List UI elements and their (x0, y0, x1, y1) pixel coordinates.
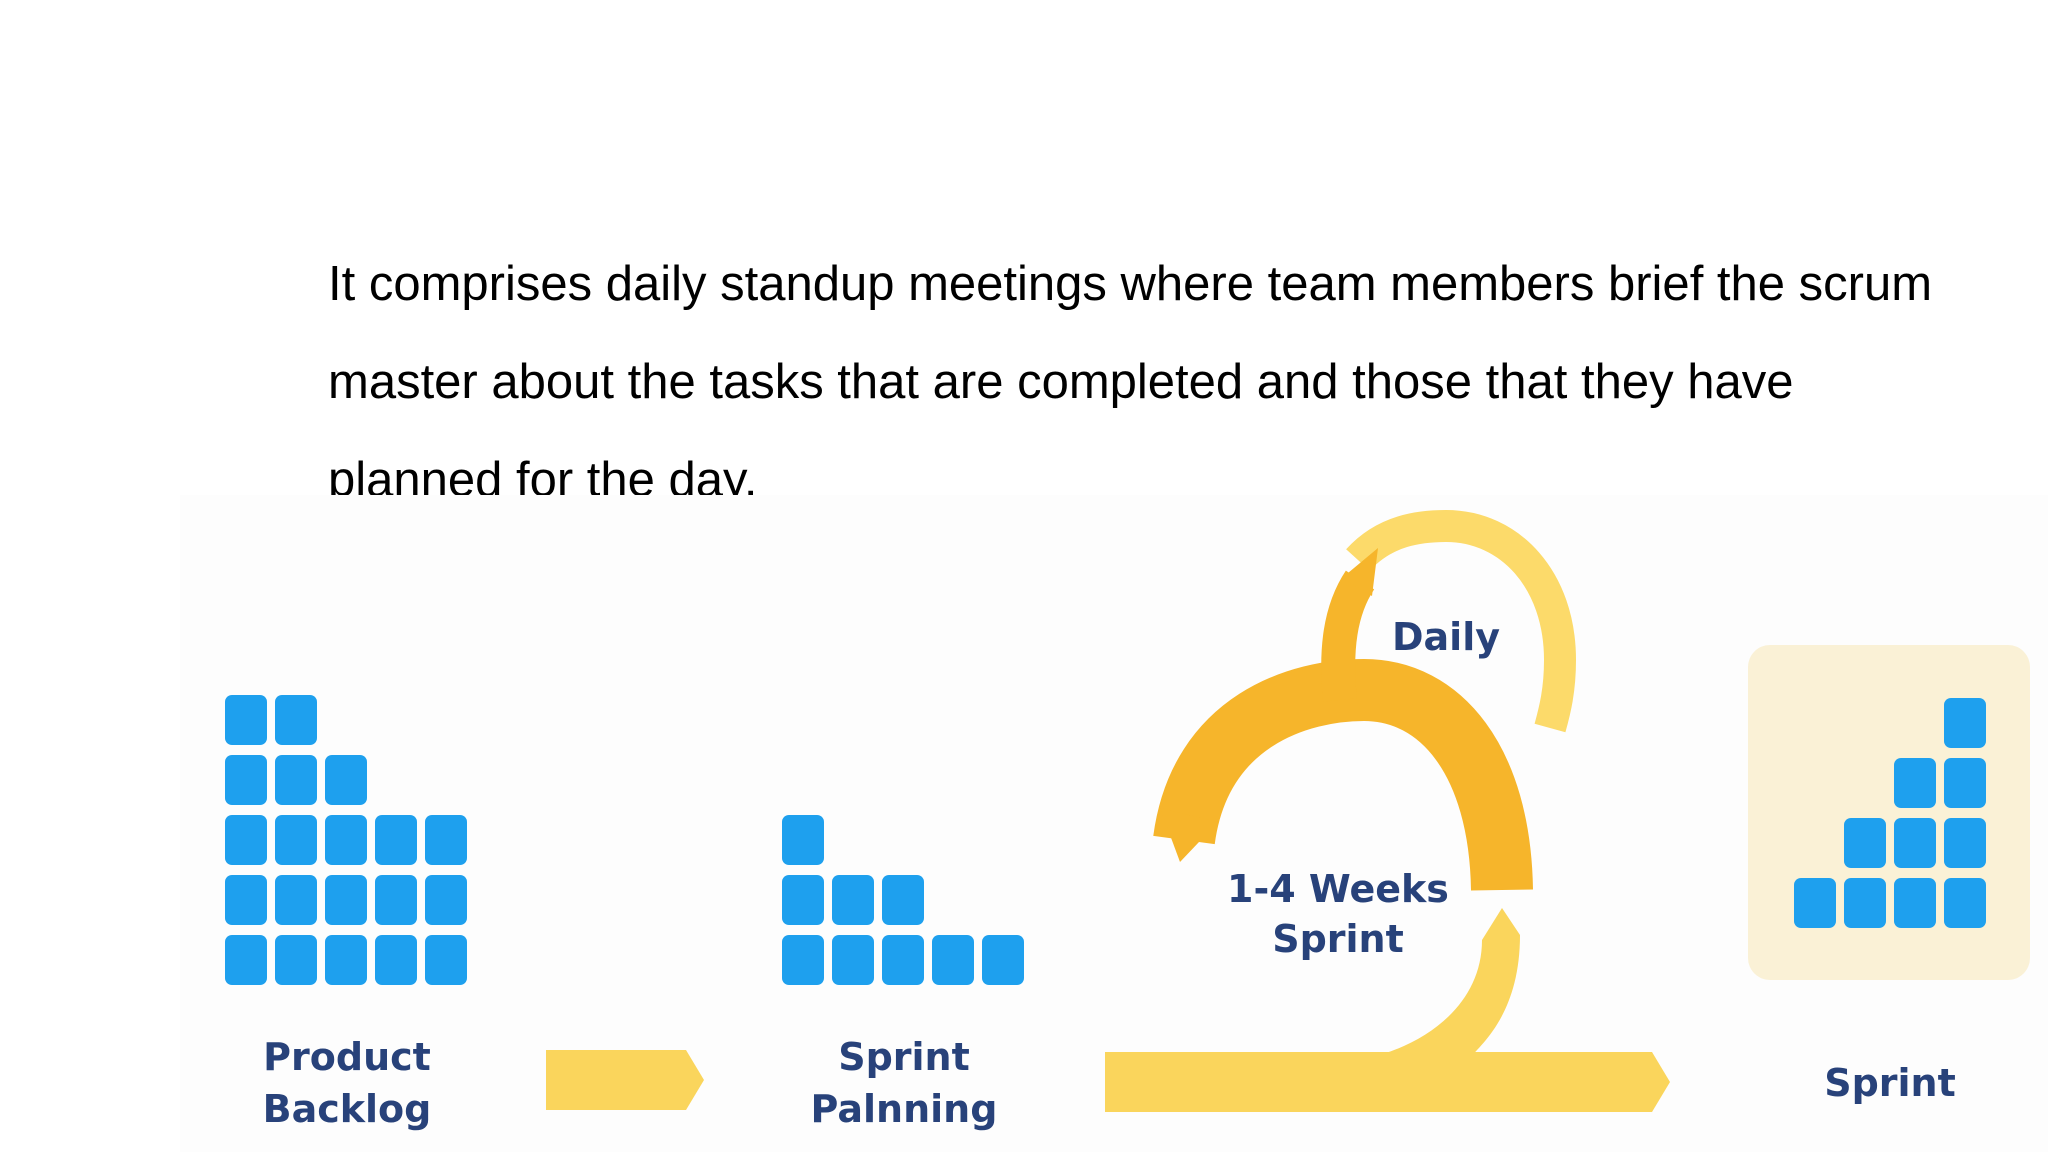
sprint-planning-label-line1: Sprint (838, 1035, 970, 1079)
diagram-background (180, 495, 2048, 1152)
cycle-rising-leg (1368, 908, 1520, 1058)
description-paragraph: It comprises daily standup meetings wher… (328, 235, 2028, 495)
sprint-label: Sprint (1824, 1061, 1956, 1105)
cycle-label-line1: 1-4 Weeks (1227, 867, 1449, 911)
daily-cycle-stem (1321, 570, 1375, 702)
product-backlog-blocks (225, 695, 467, 985)
sprint-track-arrow (1105, 1052, 1670, 1112)
sprint-box (1748, 645, 2030, 980)
paragraph-line: planned for the day. (328, 453, 758, 495)
sprint-blocks (1794, 698, 1986, 928)
daily-cycle-arrowhead (1342, 548, 1378, 596)
paragraph-line: master about the tasks that are complete… (328, 355, 1794, 409)
product-backlog-label-line2: Backlog (263, 1087, 432, 1131)
arrow-backlog-to-planning (546, 1050, 704, 1110)
daily-cycle-arc (1346, 509, 1577, 733)
sprint-cycle-arc (1153, 658, 1533, 891)
sprint-planning-label-line2: Palnning (811, 1087, 998, 1131)
sprint-cycle-arrowhead (1160, 808, 1218, 862)
product-backlog-label-line1: Product (263, 1035, 431, 1079)
cycle-label-line2: Sprint (1272, 917, 1404, 961)
daily-label: Daily (1392, 615, 1500, 659)
paragraph-line: It comprises daily standup meetings wher… (328, 257, 1933, 311)
sprint-planning-blocks (782, 815, 1024, 985)
